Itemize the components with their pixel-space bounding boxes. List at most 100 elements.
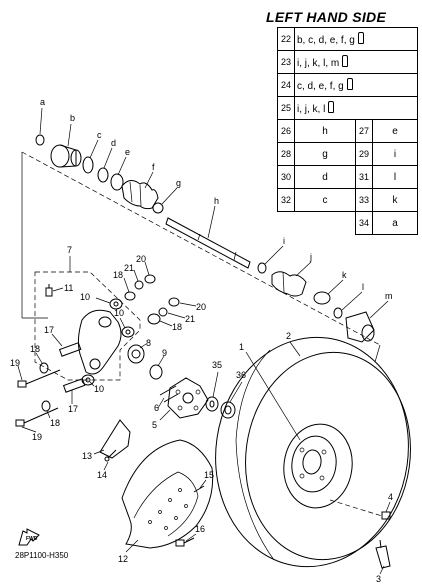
legend-row: 25 i, j, k, l: [277, 96, 418, 120]
diagram-code: 28P1100-H350: [15, 551, 69, 560]
part-18-washer: [39, 362, 49, 374]
callout-i: i: [283, 236, 285, 246]
part-g-band: [152, 202, 164, 214]
callout-12: 12: [118, 554, 128, 564]
leader-line: [159, 409, 171, 421]
callout-20: 20: [196, 302, 206, 312]
leader-line: [89, 139, 99, 159]
callout-17: 17: [44, 325, 54, 335]
part-15-bolt: [193, 485, 205, 493]
callout-18: 18: [113, 270, 123, 280]
part-6-stud-bolt: [159, 385, 179, 403]
part-14-screw: [104, 449, 117, 462]
callout-6: 6: [154, 403, 159, 413]
part-m-cv-joint: [345, 311, 375, 343]
legend-row: 32 c 33 k: [277, 188, 418, 212]
callout-10: 10: [94, 384, 104, 394]
callout-a: a: [40, 97, 45, 107]
steering-knuckle: [77, 309, 122, 375]
callout-14: 14: [97, 470, 107, 480]
parts-kit-legend: 22 b, c, d, e, f, g 23 i, j, k, l, m 24 …: [277, 27, 418, 235]
callout-c: c: [97, 130, 102, 140]
callout-f: f: [152, 162, 155, 172]
part-h-drive-shaft: [165, 217, 251, 269]
vial-icon: [346, 78, 353, 90]
guide-line: [329, 499, 383, 517]
leader-line: [369, 300, 389, 319]
part-19-bolt: [15, 407, 59, 427]
leader-line: [157, 397, 165, 409]
part-19-bolt: [17, 369, 61, 388]
part-18-washer: [41, 400, 51, 412]
leader-line: [245, 351, 301, 441]
part-36-cap: [220, 401, 236, 419]
callout-20: 20: [136, 254, 146, 264]
legend-value: i: [372, 142, 418, 166]
knuckle-assembly-box: [34, 271, 141, 381]
legend-text: b, c, d, e, f, g: [294, 27, 418, 51]
callout-9: 9: [162, 348, 167, 358]
leader-line: [133, 269, 139, 282]
callout-k: k: [342, 270, 347, 280]
part-e-band: [110, 173, 124, 191]
leader-line: [212, 371, 219, 398]
legend-value: d: [294, 165, 356, 189]
leader-line: [385, 501, 391, 513]
callout-10: 10: [80, 292, 90, 302]
leader-line: [264, 245, 284, 265]
part-f-boot: [121, 180, 159, 210]
leader-line: [119, 317, 126, 329]
callout-g: g: [176, 178, 181, 188]
callout-1: 1: [239, 342, 244, 352]
callout-35: 35: [212, 360, 222, 370]
callout-7: 7: [67, 245, 72, 255]
callout-17: 17: [68, 404, 78, 414]
legend-text: c, d, e, f, g: [294, 73, 418, 97]
leader-line: [199, 479, 207, 489]
leader-line: [289, 341, 301, 357]
leader-line: [35, 352, 43, 364]
callout-m: m: [385, 291, 393, 301]
legend-value: a: [372, 211, 418, 235]
part-i-clip: [257, 262, 267, 274]
callout-4: 4: [388, 492, 393, 502]
leader-line: [17, 365, 23, 381]
legend-value: e: [372, 119, 418, 143]
callout-3: 3: [376, 574, 381, 584]
part-9-circlip: [149, 364, 163, 380]
part-17-pivot-shaft: [58, 342, 82, 357]
leader-line: [103, 147, 113, 169]
callout-19: 19: [32, 432, 42, 442]
part-13-guard: [99, 419, 131, 459]
leader-line: [167, 312, 186, 319]
part-20-nut: [168, 297, 180, 307]
part-b-cv-joint: [50, 144, 82, 168]
leader-line: [93, 449, 105, 455]
callout-j: j: [309, 252, 312, 262]
part-1-wheel-rim: [283, 423, 353, 509]
part-d-clamp: [97, 167, 109, 183]
part-l-band: [333, 307, 343, 319]
leader-line: [157, 355, 165, 367]
part-21-washer: [134, 280, 144, 290]
legend-row: 26 h 27 e: [277, 119, 418, 143]
part-17-pivot-shaft: [62, 378, 86, 393]
leader-line: [52, 287, 64, 292]
leader-line: [51, 333, 63, 347]
callout-18: 18: [30, 344, 40, 354]
part-a-clip: [35, 134, 45, 146]
legend-row: 28 g 29 i: [277, 142, 418, 166]
part-2-tire: [215, 336, 411, 568]
leader-line: [229, 381, 243, 403]
leader-line: [67, 123, 72, 147]
callout-5: 5: [152, 420, 157, 430]
fwd-direction-icon: FWD: [17, 527, 41, 552]
leader-line: [327, 279, 344, 295]
part-j-boot: [271, 271, 307, 297]
legend-value: l: [372, 165, 418, 189]
part-18-washer: [124, 291, 136, 301]
part-8-bearing: [127, 344, 145, 364]
callout-18: 18: [50, 418, 60, 428]
part-35-nut: [205, 396, 219, 412]
